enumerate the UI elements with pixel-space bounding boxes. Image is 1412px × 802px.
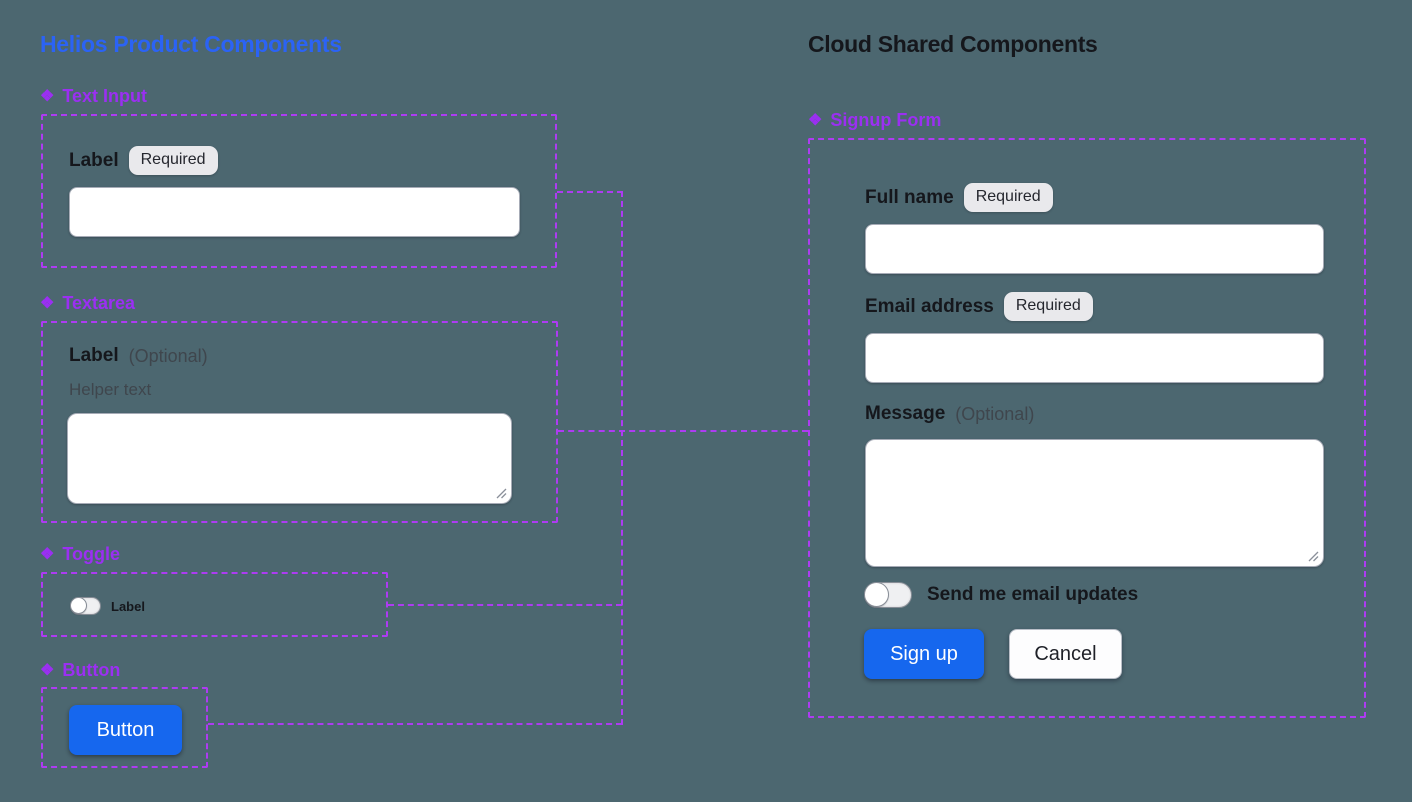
component-name: Toggle xyxy=(62,544,120,564)
component-name: Text Input xyxy=(62,86,147,106)
message-label: Message xyxy=(865,403,946,424)
helios-section-title: Helios Product Components xyxy=(40,31,342,57)
optional-hint: (Optional) xyxy=(128,345,208,366)
message-textarea[interactable] xyxy=(865,439,1324,567)
toggle-knob xyxy=(70,597,87,614)
connector-trunk xyxy=(621,191,623,725)
connector-textarea-to-form xyxy=(558,430,808,432)
field-label-row: Email address Required xyxy=(865,292,1093,321)
component-name: Textarea xyxy=(62,293,136,313)
connector-button xyxy=(208,723,622,725)
connector-text-input xyxy=(557,191,623,193)
full-name-label: Full name xyxy=(865,186,954,208)
component-icon: ❖ xyxy=(40,294,55,312)
cancel-button[interactable]: Cancel xyxy=(1009,629,1122,679)
signup-form-component-label: ❖ Signup Form xyxy=(808,110,941,131)
helper-text: Helper text xyxy=(69,380,152,399)
field-label-row: Message (Optional) xyxy=(865,403,1034,425)
component-icon: ❖ xyxy=(40,661,55,679)
component-name: Signup Form xyxy=(830,110,942,130)
required-badge: Required xyxy=(963,183,1053,212)
component-name: Button xyxy=(62,660,121,680)
text-input-field[interactable] xyxy=(69,187,520,237)
text-input-component-label: ❖ Text Input xyxy=(40,86,147,107)
button-component-label: ❖ Button xyxy=(40,660,120,681)
field-label-row: Label Required xyxy=(69,146,218,175)
component-icon: ❖ xyxy=(40,87,55,105)
sign-up-button[interactable]: Sign up xyxy=(864,629,984,679)
signup-form-frame: Full name Required Email address Require… xyxy=(808,138,1366,718)
connector-toggle xyxy=(388,604,622,606)
optional-hint: (Optional) xyxy=(955,403,1035,424)
toggle-knob xyxy=(864,582,889,607)
email-updates-toggle[interactable] xyxy=(864,582,912,608)
toggle-label: Label xyxy=(111,598,145,614)
component-icon: ❖ xyxy=(40,545,55,563)
cloud-section-title: Cloud Shared Components xyxy=(808,31,1098,57)
toggle-switch[interactable] xyxy=(70,597,101,615)
toggle-component-label: ❖ Toggle xyxy=(40,544,120,565)
component-icon: ❖ xyxy=(808,111,823,129)
toggle-component-frame: Label xyxy=(41,572,388,637)
email-label: Email address xyxy=(865,295,994,317)
field-label-row: Full name Required xyxy=(865,183,1053,212)
field-label-row: Label (Optional) xyxy=(69,345,208,367)
required-badge: Required xyxy=(1003,292,1093,321)
email-input[interactable] xyxy=(865,333,1324,383)
email-updates-label: Send me email updates xyxy=(927,584,1139,605)
text-input-component-frame: Label Required xyxy=(41,114,557,268)
button-component-frame: Button xyxy=(41,687,208,768)
primary-button[interactable]: Button xyxy=(69,705,182,755)
field-label: Label xyxy=(69,149,119,171)
textarea-component-frame: Label (Optional) Helper text xyxy=(41,321,558,523)
required-badge: Required xyxy=(128,146,218,175)
textarea-field[interactable] xyxy=(67,413,512,504)
full-name-input[interactable] xyxy=(865,224,1324,274)
field-label: Label xyxy=(69,345,119,366)
textarea-component-label: ❖ Textarea xyxy=(40,293,135,314)
